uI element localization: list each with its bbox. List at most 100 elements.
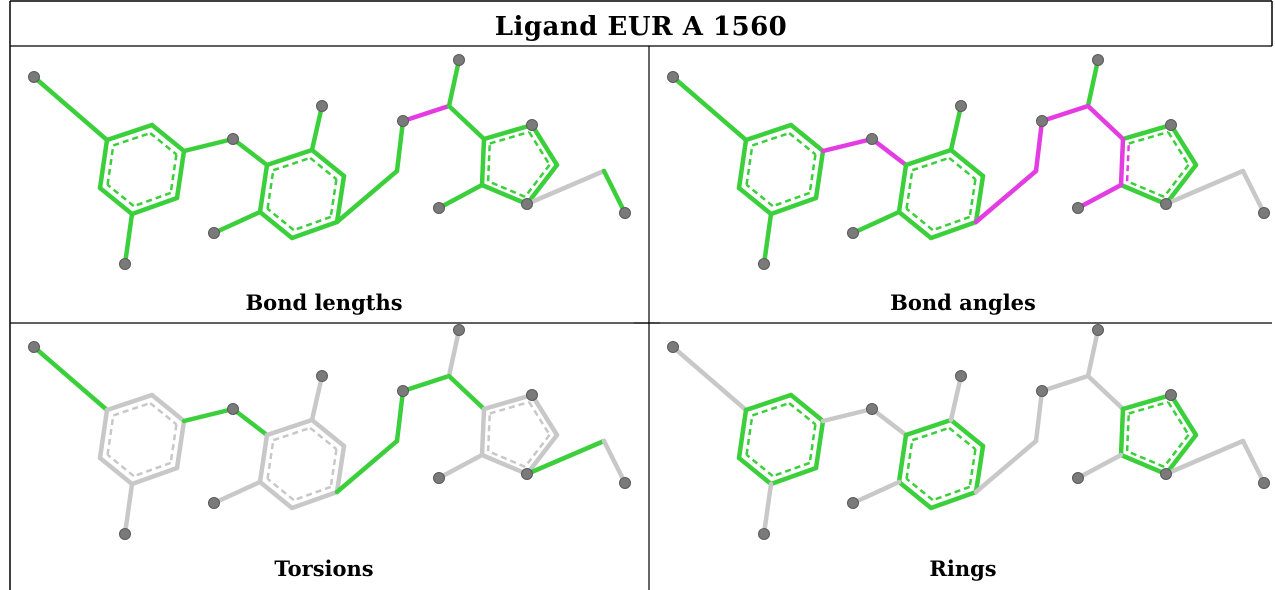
bond-c15-s1	[529, 122, 560, 168]
atom-me3	[316, 370, 328, 382]
bond-c3-o1	[820, 406, 875, 424]
bond-c5-me2	[122, 211, 135, 267]
bond-c17-c14	[479, 406, 487, 458]
aromatic-bond-c7-c8	[272, 426, 311, 442]
bond-c2-c3	[788, 392, 826, 424]
bond-c1-c2	[104, 392, 155, 413]
aromatic-bond-s1-c16	[524, 164, 551, 198]
atom-me4	[847, 497, 859, 509]
bond-c17-me6	[1075, 182, 1124, 211]
atom-c16	[1160, 198, 1172, 210]
atom-me6	[433, 472, 445, 484]
aromatic-bond-c8-c9	[309, 156, 338, 181]
atom-me5	[453, 54, 465, 66]
bond-c12-c7	[896, 162, 909, 215]
atom-me3	[316, 100, 328, 112]
aromatic-bond-c7-c8	[272, 156, 311, 172]
aromatic-bond-c12-c7	[266, 440, 275, 479]
bond-c7-c8	[903, 417, 954, 438]
bond-c17-me6	[436, 452, 485, 481]
bond-me1-c1	[31, 344, 110, 413]
bond-c11-c12	[257, 479, 295, 511]
bond-c11-c12	[896, 209, 934, 241]
atom-c16	[521, 198, 533, 210]
bond-c13-c14	[446, 103, 487, 142]
panel-caption: Rings	[929, 556, 997, 581]
bond-c11-c12	[896, 479, 934, 511]
atom-me5	[1092, 54, 1104, 66]
aromatic-bond-c12-c7	[266, 170, 275, 209]
aromatic-bond-c9-c10	[329, 179, 338, 218]
atom-me1	[28, 341, 40, 353]
aromatic-bond-c14-c15	[489, 400, 530, 415]
bond-c10-c11	[289, 489, 340, 511]
aromatic-bond-c14-c15	[489, 130, 530, 145]
atom-me1	[667, 71, 679, 83]
bond-c10-ch2	[334, 438, 400, 495]
bond-me1-c1	[670, 344, 749, 413]
bond-c4-c5	[768, 195, 819, 217]
atom-me1	[28, 71, 40, 83]
bond-s1-c16	[524, 162, 560, 207]
bond-s1-c16	[524, 432, 560, 477]
bond-ch2-n1	[1033, 388, 1045, 444]
bond-c15-s1	[1168, 392, 1199, 438]
bond-c11-c12	[257, 209, 295, 241]
bond-c10-c11	[289, 219, 340, 241]
aromatic-bond-c10-c11	[932, 215, 971, 232]
panel-caption: Torsions	[274, 556, 374, 581]
bond-c5-me2	[761, 481, 774, 537]
atom-c15	[1165, 119, 1177, 131]
bond-c16-c17	[479, 452, 530, 477]
aromatic-bond-c10-c11	[932, 485, 971, 502]
bond-c5-c6	[736, 455, 774, 487]
atom-me6	[1072, 202, 1084, 214]
aromatic-bond-c4-c5	[772, 461, 811, 478]
atom-e2	[619, 207, 631, 219]
atom-o1	[227, 133, 239, 145]
molecule-diagram	[28, 324, 631, 540]
atom-n1	[1036, 385, 1048, 397]
atom-o1	[866, 403, 878, 415]
aromatic-bond-c1-c2	[112, 131, 151, 147]
bond-n1-c13	[1039, 373, 1091, 394]
bond-c5-me2	[122, 481, 135, 537]
atom-c15	[1165, 389, 1177, 401]
bond-c5-c6	[97, 185, 135, 217]
atom-me1	[667, 341, 679, 353]
aromatic-bond-c2-c3	[788, 132, 817, 156]
bond-ch2-n1	[394, 118, 406, 174]
bond-c4-c5	[768, 465, 819, 487]
atom-me2	[758, 258, 770, 270]
bond-c6-c1	[97, 407, 110, 461]
bond-ch2-n1	[1033, 118, 1045, 174]
bond-c16-e1	[524, 438, 607, 477]
bond-c16-e1	[1163, 438, 1246, 477]
bond-c16-e1	[1163, 168, 1246, 207]
panel-bond-angles: Bond angles	[651, 50, 1275, 320]
bond-c3-o1	[181, 406, 236, 424]
aromatic-bond-s1-c16	[524, 434, 551, 468]
bond-c12-me4	[211, 209, 263, 236]
bond-e1-e2	[1240, 438, 1267, 486]
bond-c3-o1	[181, 136, 236, 154]
aromatic-bond-c16-c17	[487, 450, 526, 468]
bond-c16-c17	[1118, 182, 1169, 207]
bond-o1-c7	[230, 406, 270, 438]
aromatic-bond-c16-c17	[487, 180, 526, 198]
atom-e2	[1258, 207, 1270, 219]
bond-c1-c2	[104, 122, 155, 143]
aromatic-bond-c4-c5	[133, 191, 172, 208]
bond-c9-c10	[973, 443, 986, 495]
bond-c13-c14	[446, 373, 487, 412]
aromatic-bond-c17-c14	[1125, 413, 1131, 452]
bond-c2-c3	[149, 392, 187, 424]
bond-c8-me3	[309, 373, 325, 423]
bond-c10-ch2	[973, 438, 1039, 495]
aromatic-bond-c7-c8	[911, 156, 950, 172]
aromatic-bond-c4-c5	[772, 191, 811, 208]
aromatic-bond-c3-c4	[169, 154, 178, 194]
bond-c6-c1	[736, 407, 749, 461]
bond-n1-c13	[1039, 103, 1091, 124]
aromatic-bond-c11-c12	[905, 477, 934, 502]
